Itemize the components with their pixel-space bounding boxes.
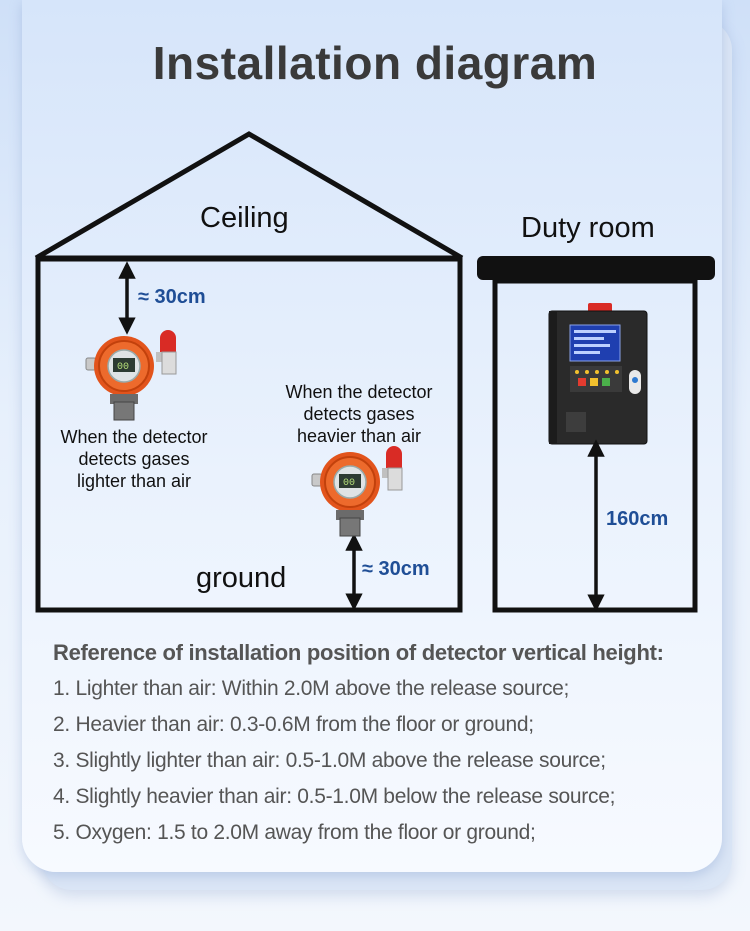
list-item: 3. Slightly lighter than air: 0.5-1.0M a… [53, 749, 606, 772]
list-item: 4. Slightly heavier than air: 0.5-1.0M b… [53, 785, 616, 808]
page-title: Installation diagram [152, 37, 598, 89]
svg-text:00: 00 [343, 478, 355, 489]
reference-title: Reference of installation position of de… [53, 640, 664, 665]
lighter-than-air-caption: When the detector detects gases lighter … [60, 427, 208, 491]
ground-distance-label: ≈ 30cm [362, 558, 430, 580]
ceiling-distance-label: ≈ 30cm [138, 286, 206, 308]
heavier-than-air-caption: When the detector detects gases heavier … [285, 382, 433, 446]
ground-label: ground [196, 562, 287, 594]
svg-text:00: 00 [117, 362, 129, 373]
list-item: 1. Lighter than air: Within 2.0M above t… [53, 677, 570, 700]
house-outline [34, 131, 464, 613]
list-item: 2. Heavier than air: 0.3-0.6M from the f… [53, 713, 534, 736]
gas-detector-lower: 00 [311, 446, 403, 537]
gas-controller-panel [548, 303, 648, 445]
panel-height-label: 160cm [606, 508, 669, 530]
gas-detector-upper: 00 [85, 330, 177, 421]
reference-list: 1. Lighter than air: Within 2.0M above t… [53, 676, 615, 856]
ceiling-label: Ceiling [200, 202, 289, 234]
duty-room-label: Duty room [521, 212, 655, 244]
list-item: 5. Oxygen: 1.5 to 2.0M away from the flo… [53, 821, 536, 844]
